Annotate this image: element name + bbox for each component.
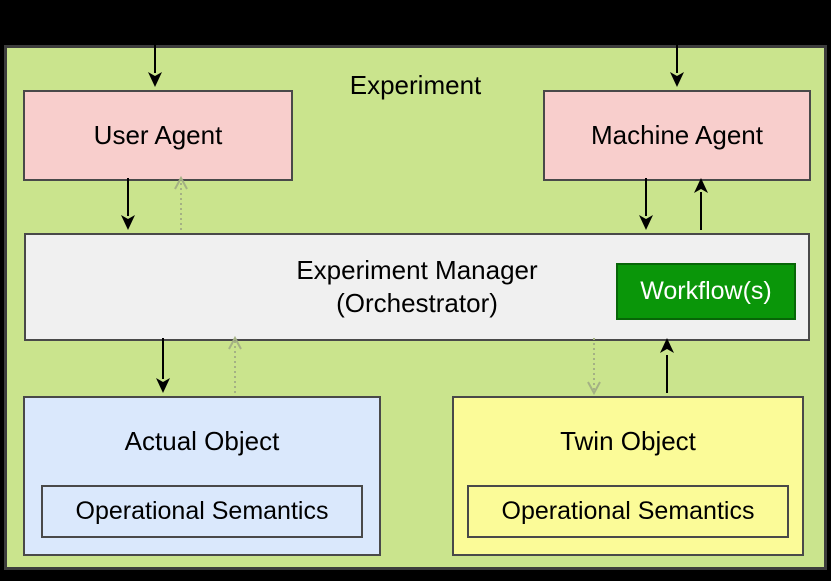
machine-agent-label: Machine Agent: [590, 120, 763, 150]
actual-object-semantics-box: Operational Semantics: [41, 485, 363, 538]
user-agent-box: User Agent: [23, 90, 293, 181]
experiment-title: Experiment: [349, 70, 482, 100]
actual-object-box: Actual Object Operational Semantics: [23, 396, 381, 556]
twin-object-label: Twin Object: [560, 426, 696, 456]
user-agent-label: User Agent: [93, 120, 223, 150]
experiment-container: Experiment User Agent Machine Agent Expe…: [4, 45, 827, 570]
experiment-manager-label-line2: (Orchestrator): [336, 288, 498, 318]
workflow-box: Workflow(s): [616, 263, 796, 320]
machine-agent-box: Machine Agent: [543, 90, 811, 181]
experiment-manager-label: Experiment Manager (Orchestrator): [296, 254, 537, 320]
experiment-manager-label-line1: Experiment Manager: [296, 255, 538, 285]
twin-object-box: Twin Object Operational Semantics: [452, 396, 804, 556]
workflow-label: Workflow(s): [640, 277, 772, 305]
experiment-manager-box: Experiment Manager (Orchestrator) Workfl…: [24, 233, 810, 341]
actual-object-semantics-label: Operational Semantics: [75, 497, 329, 525]
twin-object-semantics-label: Operational Semantics: [501, 497, 755, 525]
twin-object-semantics-box: Operational Semantics: [467, 485, 789, 538]
actual-object-label: Actual Object: [124, 426, 280, 456]
